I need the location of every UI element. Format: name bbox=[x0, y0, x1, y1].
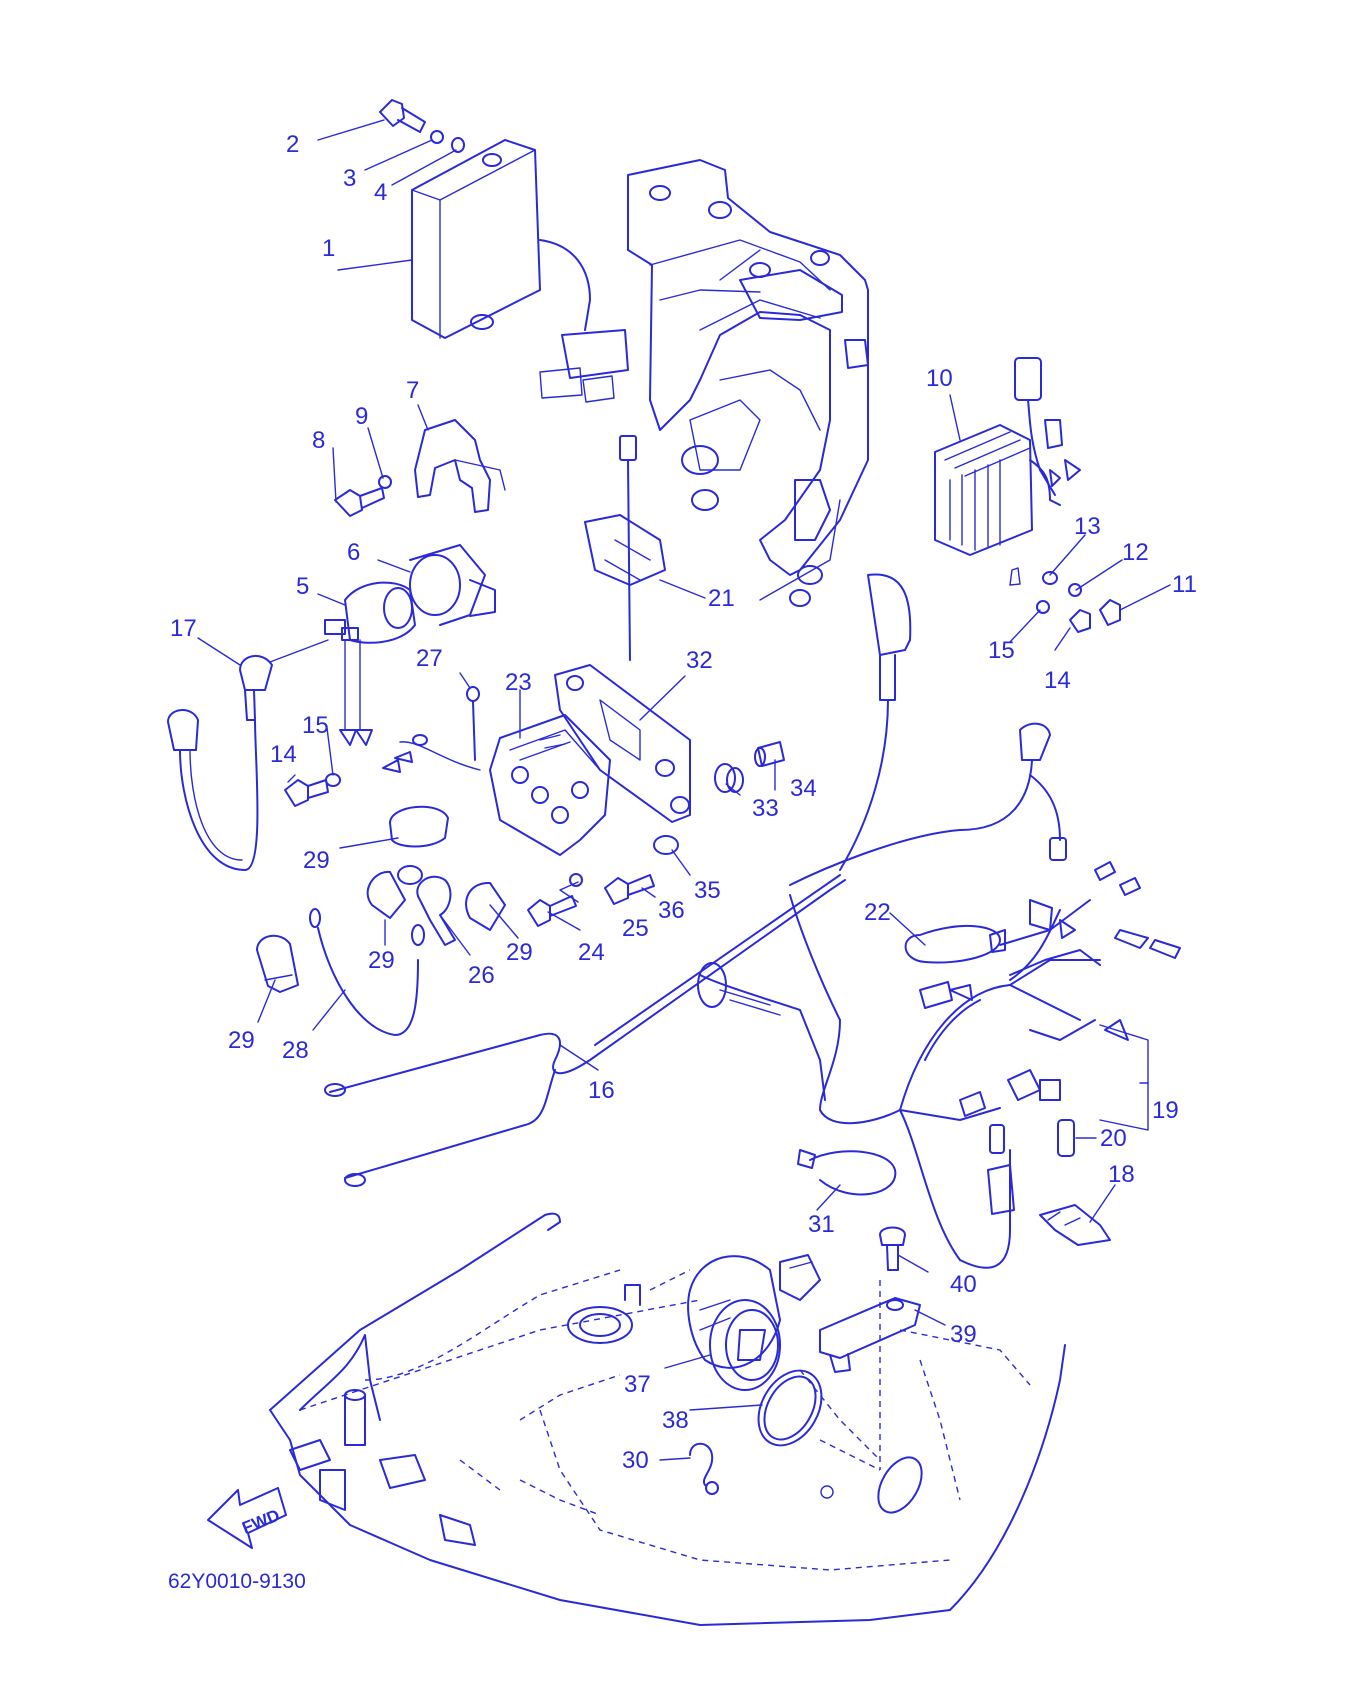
harness-tie bbox=[904, 924, 1006, 964]
callout-15-right: 15 bbox=[988, 637, 1015, 664]
callout-2: 2 bbox=[286, 131, 299, 158]
callout-3: 3 bbox=[343, 165, 356, 192]
callout-29-c: 29 bbox=[506, 939, 533, 966]
callout-4: 4 bbox=[374, 179, 387, 206]
callout-11: 11 bbox=[1172, 571, 1197, 598]
callout-7: 7 bbox=[406, 377, 419, 404]
cable-holder bbox=[819, 1297, 921, 1373]
callout-12: 12 bbox=[1122, 539, 1149, 566]
callout-24: 24 bbox=[578, 939, 605, 966]
callout-28: 28 bbox=[282, 1037, 309, 1064]
callout-30: 30 bbox=[622, 1447, 649, 1474]
battery-cable bbox=[324, 573, 912, 1187]
callout-15-left: 15 bbox=[302, 712, 329, 739]
callout-5: 5 bbox=[296, 573, 309, 600]
wire-clip bbox=[689, 1442, 719, 1495]
callout-17: 17 bbox=[170, 615, 197, 642]
callout-39: 39 bbox=[950, 1321, 977, 1348]
starter-cable bbox=[167, 655, 273, 871]
callout-34: 34 bbox=[790, 775, 817, 802]
callout-20: 20 bbox=[1100, 1125, 1127, 1152]
wire-harness bbox=[697, 861, 1181, 1269]
callout-labels: 1 2 3 4 5 6 7 8 9 10 11 12 13 14 15 14 1… bbox=[170, 131, 1197, 1474]
engine-bracket bbox=[627, 159, 869, 607]
mounting-plate bbox=[554, 664, 691, 823]
callout-6: 6 bbox=[347, 539, 360, 566]
relay-holder bbox=[409, 544, 496, 626]
harness-terminal bbox=[1039, 1204, 1111, 1246]
callout-13: 13 bbox=[1074, 513, 1101, 540]
callout-14-right: 14 bbox=[1044, 667, 1071, 694]
holder-bolt bbox=[879, 1226, 906, 1271]
harness-fuse bbox=[1057, 1119, 1075, 1157]
callout-14-left: 14 bbox=[270, 741, 297, 768]
relay-bracket bbox=[334, 419, 506, 517]
bottom-cowling bbox=[269, 1212, 1066, 1626]
callout-29-b: 29 bbox=[368, 947, 395, 974]
callout-27: 27 bbox=[416, 645, 443, 672]
callout-8: 8 bbox=[312, 427, 325, 454]
callout-37: 37 bbox=[624, 1371, 651, 1398]
callout-31: 31 bbox=[808, 1211, 835, 1238]
rectifier-regulator bbox=[934, 357, 1081, 556]
regulator-fasteners bbox=[1009, 567, 1121, 633]
terminal-block bbox=[489, 714, 611, 856]
callout-19: 19 bbox=[1152, 1097, 1179, 1124]
callout-10: 10 bbox=[926, 365, 953, 392]
left-fasteners bbox=[284, 686, 481, 807]
callout-32: 32 bbox=[686, 647, 713, 674]
battery-lead bbox=[789, 722, 1067, 886]
callout-9: 9 bbox=[355, 403, 368, 430]
callout-33: 33 bbox=[752, 795, 779, 822]
callout-16: 16 bbox=[588, 1077, 615, 1104]
cable-clip bbox=[584, 435, 666, 661]
callout-18: 18 bbox=[1108, 1161, 1135, 1188]
callout-38: 38 bbox=[662, 1407, 689, 1434]
ground-lead bbox=[309, 908, 425, 1036]
plate-fasteners bbox=[527, 741, 785, 927]
seal-ring bbox=[757, 1369, 823, 1447]
callout-23: 23 bbox=[505, 669, 532, 696]
callout-36: 36 bbox=[658, 897, 685, 924]
callout-29-d: 29 bbox=[228, 1027, 255, 1054]
callout-40: 40 bbox=[950, 1271, 977, 1298]
leader-lines bbox=[197, 119, 1171, 1461]
cdi-bolt bbox=[379, 99, 465, 153]
callout-21: 21 bbox=[708, 585, 735, 612]
fwd-arrow: FWD bbox=[207, 1487, 287, 1549]
diagram-code: 62Y0010-9130 bbox=[168, 1570, 306, 1593]
callout-26: 26 bbox=[468, 962, 495, 989]
callout-29-a: 29 bbox=[303, 847, 330, 874]
callout-35: 35 bbox=[694, 877, 721, 904]
cdi-unit bbox=[411, 139, 629, 403]
callout-1: 1 bbox=[322, 235, 335, 262]
callout-22: 22 bbox=[864, 899, 891, 926]
starter-relay bbox=[324, 581, 416, 746]
cable-tie bbox=[797, 1149, 897, 1196]
cable-grommet bbox=[687, 1254, 821, 1391]
callout-25: 25 bbox=[622, 915, 649, 942]
